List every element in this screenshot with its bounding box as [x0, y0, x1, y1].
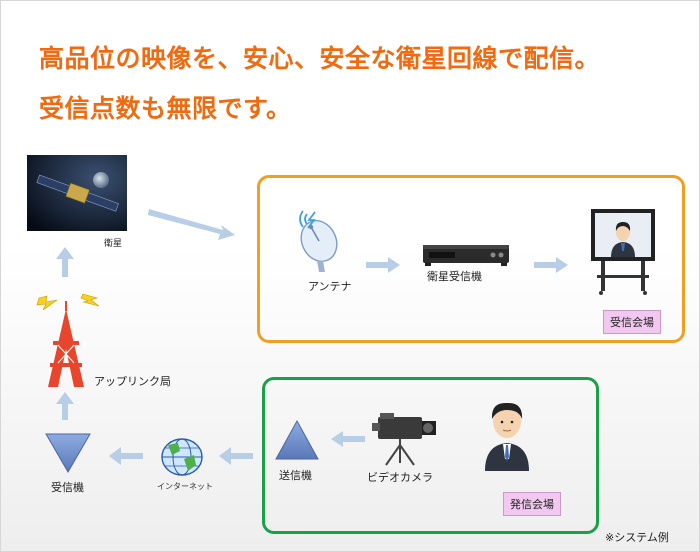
video-camera-icon — [372, 411, 440, 467]
sending-venue-tag: 発信会場 — [503, 492, 561, 516]
arrow-receiver-to-display — [534, 257, 568, 273]
internet-globe-icon — [158, 435, 206, 479]
satellite-label: 衛星 — [104, 236, 122, 249]
satellite-receiver-icon — [421, 239, 511, 267]
sender-person-icon — [479, 397, 535, 471]
receiver-triangle-icon — [45, 433, 91, 473]
antenna-label: アンテナ — [308, 278, 352, 294]
arrow-receiver-to-uplink — [56, 392, 74, 420]
arrow-uplink-to-satellite — [56, 247, 74, 277]
satellite-receiver-label: 衛星受信機 — [427, 268, 482, 284]
video-camera-label: ビデオカメラ — [367, 469, 433, 485]
uplink-tower-icon — [44, 301, 88, 389]
arrow-transmitter-to-internet — [219, 447, 253, 465]
headline-line2: 受信点数も無限です。 — [39, 89, 292, 125]
transmitter-label: 送信機 — [279, 467, 312, 483]
internet-label: インターネット — [157, 481, 213, 492]
arrow-camera-to-transmitter — [331, 431, 365, 447]
headline-line1: 高品位の映像を、安心、安全な衛星回線で配信。 — [39, 39, 600, 75]
arrow-internet-to-receiver — [109, 447, 143, 465]
arrow-satellite-to-antenna — [147, 204, 237, 240]
antenna-icon — [289, 209, 351, 273]
display-monitor-icon — [589, 207, 657, 295]
arrow-antenna-to-receiver — [366, 257, 400, 273]
transmitter-triangle-icon — [275, 420, 319, 460]
satellite-image — [27, 155, 127, 231]
system-example-note: ※システム例 — [605, 529, 669, 545]
receiver-left-label: 受信機 — [51, 479, 84, 495]
receiving-venue-tag: 受信会場 — [603, 310, 661, 334]
uplink-station-label: アップリンク局 — [94, 373, 171, 389]
